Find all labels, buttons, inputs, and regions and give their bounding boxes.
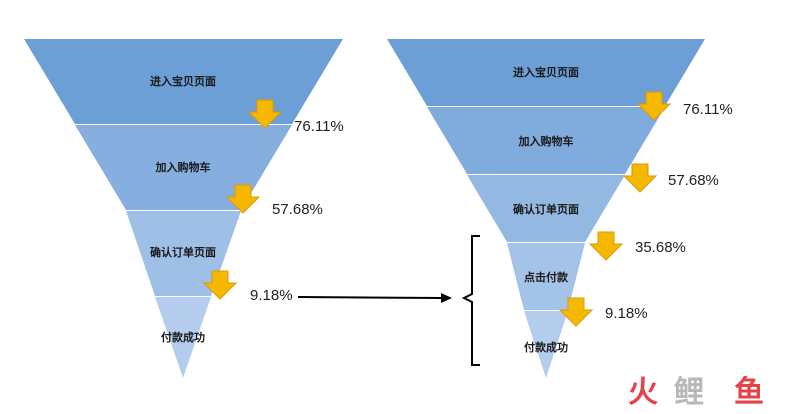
right-stage-label-1: 进入宝贝页面: [513, 65, 579, 79]
left-conversion-rate-3: 9.18%: [250, 287, 293, 304]
left-stage-label-2: 加入购物车: [155, 160, 211, 174]
right-conversion-rate-1: 76.11%: [683, 101, 733, 118]
right-stage-label-4: 点击付款: [524, 270, 569, 284]
watermark-logo: 火 鲤 鱼: [628, 375, 764, 410]
right-funnel-segment-3: [467, 175, 625, 242]
left-stage-label-4: 付款成功: [161, 330, 205, 344]
bracket-brace: [461, 235, 480, 366]
right-conversion-rate-2: 57.68%: [668, 172, 719, 189]
right-funnel: 进入宝贝页面 加入购物车 确认订单页面 点击付款 付款成功 76.11% 57.…: [387, 39, 733, 378]
right-conversion-rate-3: 35.68%: [635, 239, 686, 256]
right-stage-label-3: 确认订单页面: [513, 202, 579, 216]
left-conversion-rate-2: 57.68%: [272, 201, 323, 218]
down-arrow-icon: [225, 184, 261, 214]
down-arrow-icon: [202, 270, 238, 300]
watermark-char-2: 鲤: [674, 375, 704, 410]
left-stage-label-1: 进入宝贝页面: [150, 74, 216, 88]
down-arrow-icon: [558, 297, 594, 327]
right-funnel-segment-1: [387, 39, 705, 106]
right-stage-label-5: 付款成功: [524, 340, 568, 354]
watermark-char-1: 火: [628, 375, 658, 410]
watermark-char-3: 鱼: [734, 375, 764, 410]
left-conversion-rate-1: 76.11%: [294, 118, 344, 135]
left-funnel-segment-4: [155, 297, 211, 378]
right-funnel-segment-4: [507, 243, 585, 310]
left-funnel: 进入宝贝页面 加入购物车 确认订单页面 付款成功 76.11% 57.68% 9…: [24, 39, 344, 378]
right-funnel-segment-2: [427, 107, 665, 174]
down-arrow-icon: [588, 231, 624, 261]
down-arrow-icon: [636, 91, 672, 121]
right-stage-label-2: 加入购物车: [518, 134, 574, 148]
down-arrow-icon: [247, 99, 283, 129]
right-funnel-segment-5: [524, 311, 568, 378]
down-arrow-icon: [622, 163, 658, 193]
right-conversion-rate-4: 9.18%: [605, 305, 648, 322]
left-stage-label-3: 确认订单页面: [150, 245, 216, 259]
connector-arrow: [297, 293, 452, 303]
